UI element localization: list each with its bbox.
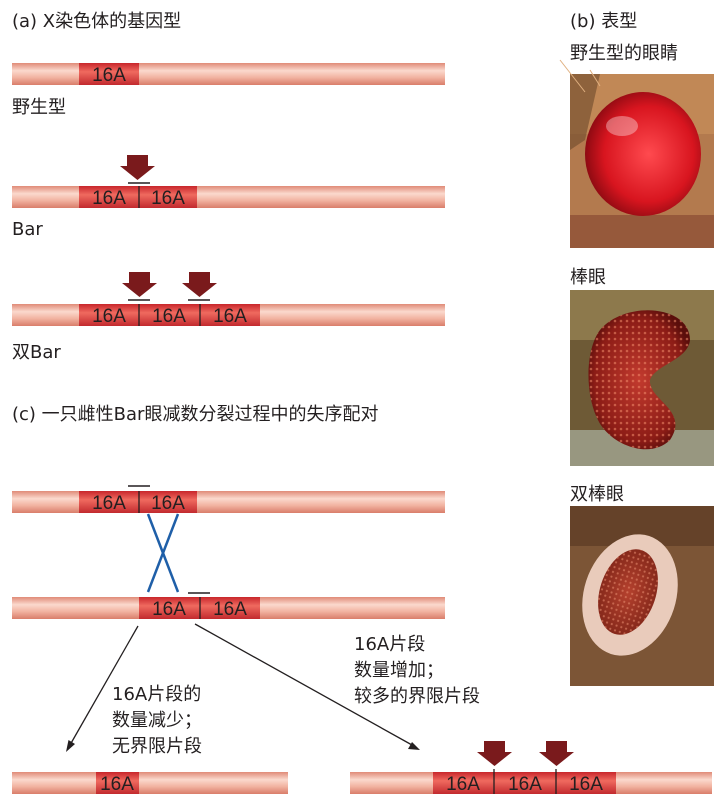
chromosome-deletion-product: 16A [12, 772, 288, 795]
left-note-line-3: 无界限片段 [112, 736, 202, 757]
panel-b-title: (b) 表型 [570, 11, 637, 32]
photo-wild-type-eye [559, 59, 714, 248]
segment-label: 16A [446, 774, 480, 795]
segment-label: 16A [92, 493, 126, 514]
row-label-wild-type: 野生型 [12, 97, 66, 118]
duplication-arrow-icon [182, 272, 217, 297]
segment-label: 16A [151, 188, 185, 209]
segment-label: 16A [100, 774, 134, 795]
photo-label-wild-type: 野生型的眼睛 [570, 43, 678, 64]
photo-label-double-bar: 双棒眼 [570, 484, 624, 505]
band-16a [79, 63, 139, 85]
chromosome-top: 16A 16A [12, 491, 445, 514]
panel-a-title: (a) X染色体的基因型 [12, 11, 181, 32]
segment-label: 16A [569, 774, 603, 795]
chromosome-double-bar: 16A 16A 16A [12, 304, 445, 327]
segment-label: 16A [92, 188, 126, 209]
left-note-line-2: 数量减少； [112, 710, 202, 731]
duplication-arrow-icon [477, 741, 512, 766]
right-note-line-2: 数量增加； [354, 660, 444, 681]
right-note-line-3: 较多的界限片段 [354, 686, 480, 707]
photo-double-bar-eye [570, 506, 714, 686]
left-note-line-1: 16A片段的 [112, 684, 201, 705]
segment-label: 16A [151, 493, 185, 514]
chromosome-bar: 16A 16A [12, 186, 445, 209]
panel-c-title: (c) 一只雌性Bar眼减数分裂过程中的失序配对 [12, 404, 378, 425]
arrow-to-duplication-product [194, 623, 420, 750]
segment-label: 16A [213, 599, 247, 620]
row-label-bar: Bar [12, 219, 43, 240]
segment-label: 16A [92, 306, 126, 327]
row-label-double-bar: 双Bar [12, 342, 61, 363]
arrow-to-deletion-product [66, 625, 139, 752]
duplication-arrow-icon [120, 155, 155, 180]
chromosome-wild-type: 16A [12, 63, 445, 86]
duplication-arrow-icon [122, 272, 157, 297]
segment-label: 16A [508, 774, 542, 795]
segment-label: 16A [213, 306, 247, 327]
right-note-line-1: 16A片段 [354, 634, 425, 655]
duplication-arrow-icon [539, 741, 574, 766]
photo-bar-eye [570, 290, 714, 466]
chromosome-bottom: 16A 16A [12, 597, 445, 620]
crossover-icon [146, 513, 180, 593]
segment-label: 16A [92, 65, 126, 86]
chromosome-triplication-product: 16A 16A 16A [350, 769, 712, 795]
segment-label: 16A [152, 599, 186, 620]
segment-label: 16A [152, 306, 186, 327]
photo-label-bar: 棒眼 [570, 267, 606, 288]
